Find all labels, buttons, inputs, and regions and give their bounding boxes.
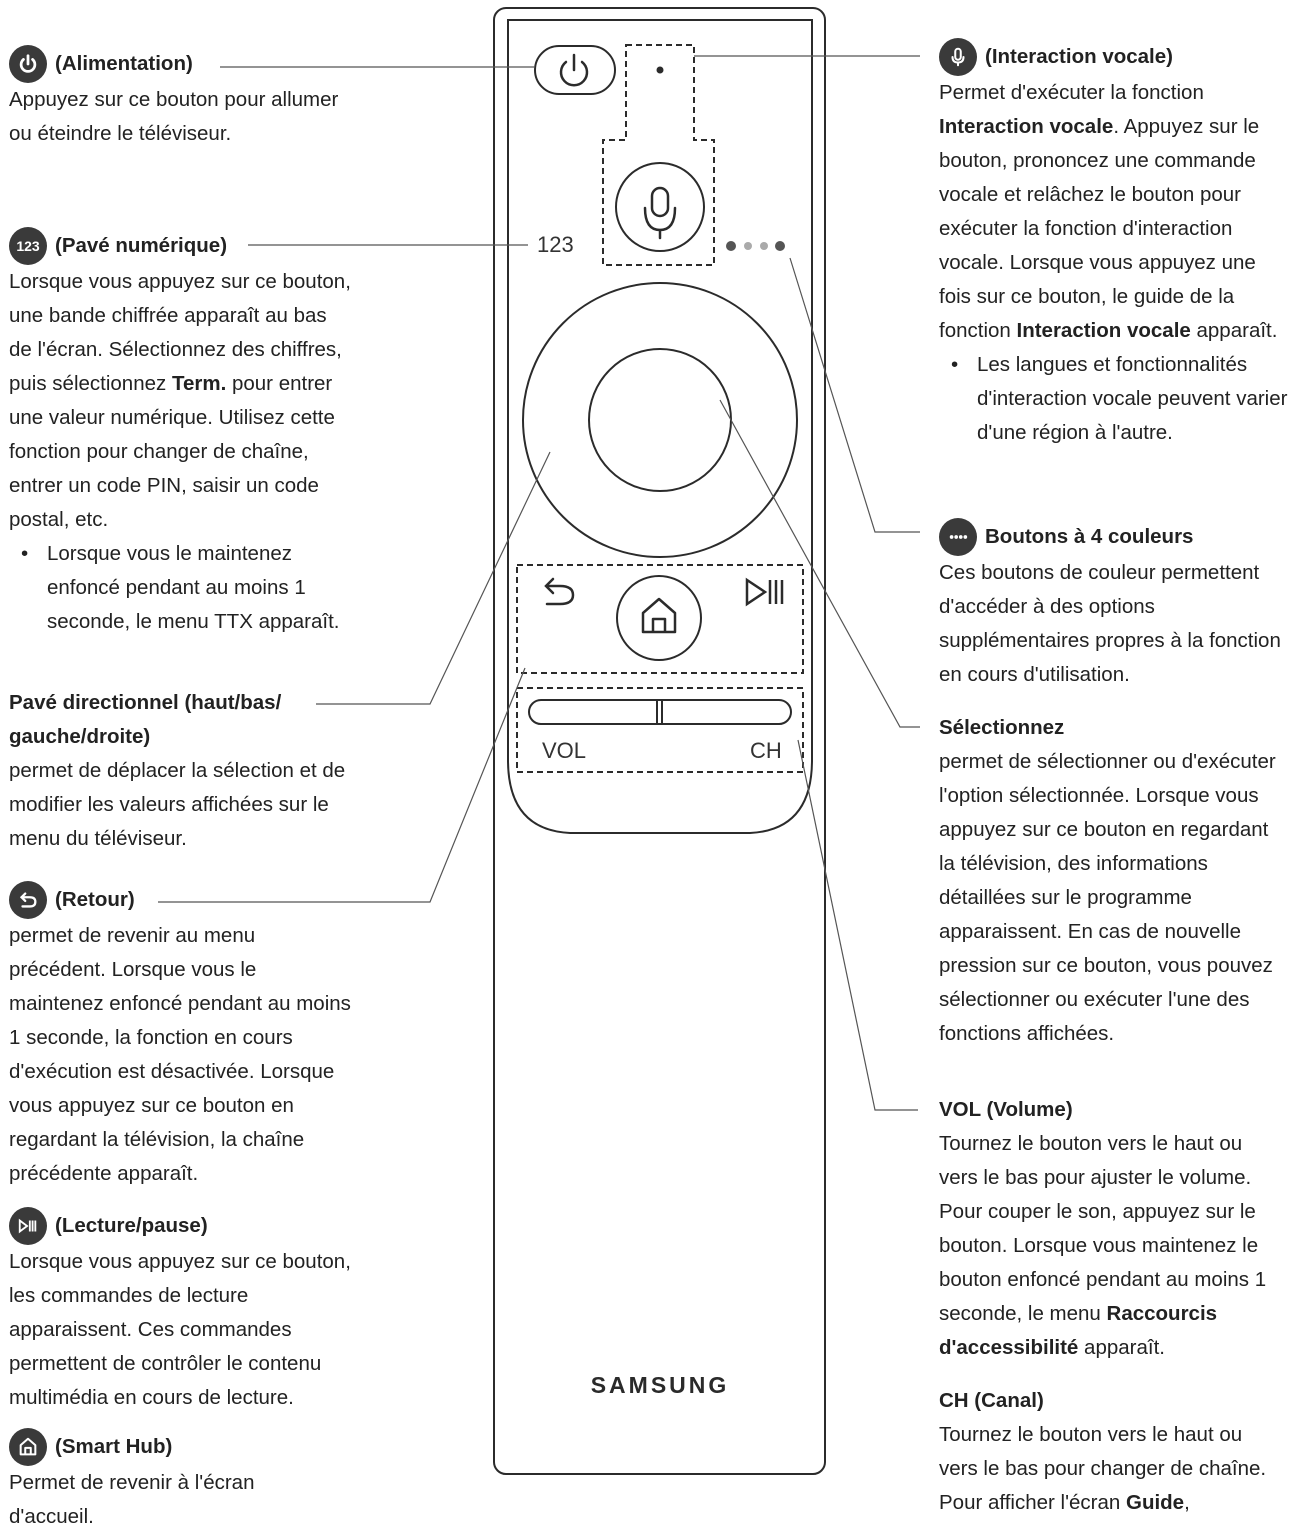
play-pause-icon-badge	[9, 1207, 47, 1245]
power-icon-badge	[9, 45, 47, 83]
volch-area-outline	[516, 687, 804, 773]
color-buttons-description: Boutons à 4 couleurs Ces boutons de coul…	[939, 518, 1289, 692]
volume-description: VOL (Volume) Tournez le bouton vers le h…	[939, 1093, 1284, 1365]
numpad-text: Lorsque vous appuyez sur ce bouton, une …	[9, 270, 351, 531]
smarthub-description: (Smart Hub) Permet de revenir à l'écran …	[9, 1428, 309, 1534]
dpad-title-line2: gauche/droite)	[9, 725, 151, 748]
playpause-description: (Lecture/pause) Lorsque vous appuyez sur…	[9, 1207, 364, 1415]
back-icon-badge	[9, 881, 47, 919]
smarthub-title: (Smart Hub)	[55, 1435, 173, 1458]
dpad-description: Pavé directionnel (haut/bas/ gauche/droi…	[9, 686, 354, 856]
power-text: Appuyez sur ce bouton pour allumer ou ét…	[9, 88, 339, 145]
microphone-icon	[643, 186, 677, 240]
back-description: (Retour) permet de revenir au menu précé…	[9, 881, 354, 1191]
back-icon	[544, 577, 575, 606]
select-text: permet de sélectionner ou d'exécuter l'o…	[939, 750, 1276, 1045]
home-icon-badge	[9, 1428, 47, 1466]
select-description: Sélectionnez permet de sélectionner ou d…	[939, 711, 1284, 1051]
back-title: (Retour)	[55, 888, 135, 911]
channel-title: CH (Canal)	[939, 1389, 1044, 1412]
select-button	[588, 348, 732, 492]
vol-label: VOL	[542, 738, 587, 763]
channel-text: Tournez le bouton vers le haut ou vers l…	[939, 1423, 1267, 1514]
dpad-ring	[522, 282, 798, 558]
back-text: permet de revenir au menu précédent. Lor…	[9, 924, 351, 1185]
leader-lines	[158, 55, 920, 1111]
control-area-outline	[516, 564, 804, 674]
channel-description: CH (Canal) Tournez le bouton vers le hau…	[939, 1384, 1284, 1520]
power-description: (Alimentation) Appuyez sur ce bouton pou…	[9, 45, 349, 151]
mic-sensor-dot	[656, 66, 664, 74]
remote-body	[493, 7, 826, 1475]
numpad-description: 123 (Pavé numérique) Lorsque vous appuye…	[9, 227, 354, 639]
remote-top-panel	[507, 19, 813, 834]
numpad-bullet: Lorsque vous le maintenez enfoncé pendan…	[9, 537, 347, 639]
brand-logo: SAMSUNG	[590, 1372, 730, 1398]
voice-title: (Interaction vocale)	[985, 45, 1173, 68]
dpad-title-line1: Pavé directionnel (haut/bas/	[9, 691, 282, 714]
color-buttons-title: Boutons à 4 couleurs	[985, 525, 1194, 548]
select-title: Sélectionnez	[939, 716, 1065, 739]
smarthub-text: Permet de revenir à l'écran d'accueil.	[9, 1471, 255, 1528]
voice-text: Permet d'exécuter la fonction Interactio…	[939, 81, 1278, 342]
color-buttons	[726, 241, 785, 251]
dpad-text: permet de déplacer la sélection et de mo…	[9, 759, 346, 850]
numpad-title: (Pavé numérique)	[55, 234, 228, 257]
home-button	[616, 575, 702, 661]
microphone-icon-badge	[939, 38, 977, 76]
power-icon	[559, 53, 589, 87]
vol-ch-rocker	[528, 699, 792, 725]
ch-label: CH	[750, 738, 782, 763]
numpad-label-123: 123	[537, 232, 574, 257]
playpause-title: (Lecture/pause)	[55, 1214, 208, 1237]
voice-description: (Interaction vocale) Permet d'exécuter l…	[939, 38, 1289, 450]
playpause-text: Lorsque vous appuyez sur ce bouton, les …	[9, 1250, 351, 1409]
home-icon	[641, 597, 677, 634]
play-pause-icon	[745, 577, 784, 607]
power-title: (Alimentation)	[55, 52, 193, 75]
power-button	[534, 45, 616, 95]
color-dots-icon	[939, 518, 977, 556]
volume-title: VOL (Volume)	[939, 1098, 1073, 1121]
voice-bullet: Les langues et fonctionnalités d'interac…	[939, 348, 1289, 450]
numpad-badge-icon: 123	[9, 227, 47, 265]
color-buttons-text: Ces boutons de couleur permettent d'accé…	[939, 561, 1281, 686]
volume-text: Tournez le bouton vers le haut ou vers l…	[939, 1132, 1267, 1359]
voice-button	[615, 162, 705, 252]
